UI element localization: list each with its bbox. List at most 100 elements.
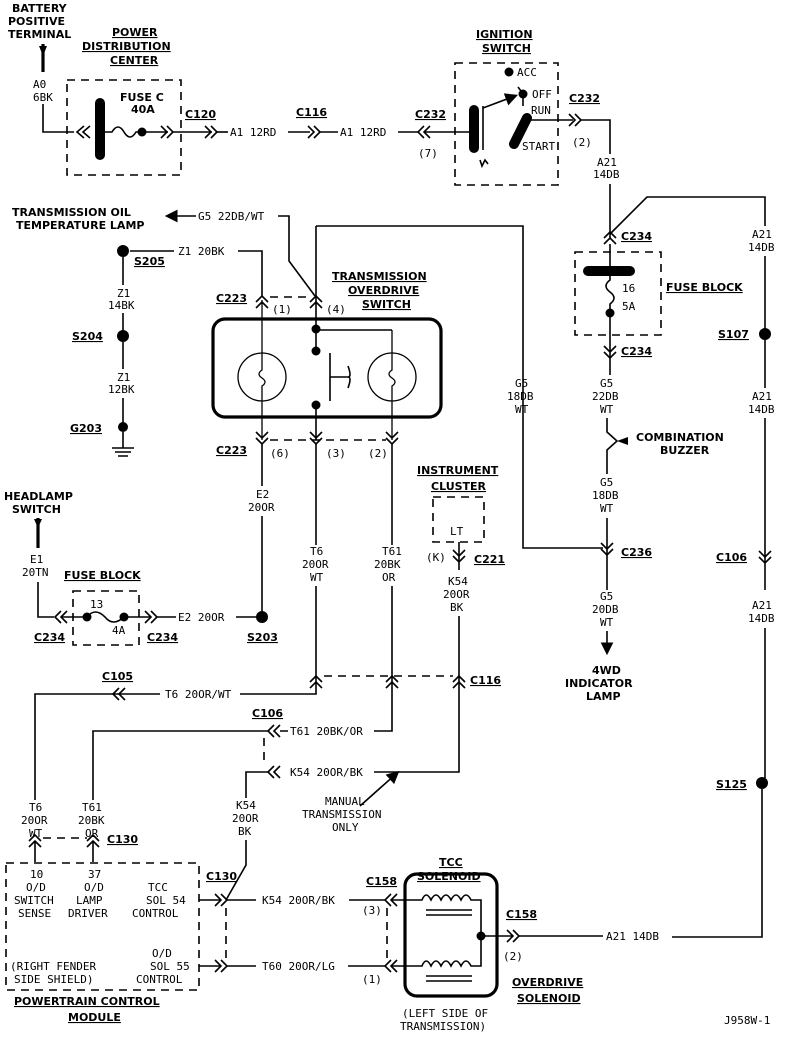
diagram-label: 18DB (507, 390, 534, 403)
diagram-label: SWITCH (362, 298, 411, 311)
diagram-label: CENTER (110, 54, 159, 67)
wire-segment (245, 771, 268, 798)
diagram-label: 18DB (592, 489, 619, 502)
junction-dot (504, 67, 514, 77)
diagram-label: 20OR (302, 558, 329, 571)
connector-c234-left-a: C234 (34, 631, 65, 644)
connector-c236: C236 (621, 546, 652, 559)
diagram-label: POSITIVE (8, 15, 65, 28)
splice-s125 (756, 777, 768, 789)
wire-segment (37, 582, 54, 618)
diagram-label: T6 (29, 801, 42, 814)
diagram-label: TRANSMISSION) (400, 1020, 486, 1033)
splice-s107 (759, 328, 771, 340)
ignition-switch: IGNITION SWITCH ACC OFF RUN START (454, 28, 573, 186)
diagram-label: O/D (26, 881, 46, 894)
wire-segment (609, 196, 766, 235)
diagram-label: WT (600, 403, 614, 416)
wire-segment (34, 519, 42, 528)
wire-segment (309, 674, 323, 689)
wire-segment (309, 294, 323, 309)
diagram-label: BK (238, 825, 252, 838)
wire-segment (388, 330, 396, 440)
diagram-label: (LEFT SIDE OF (402, 1007, 488, 1020)
wire-segment (288, 766, 374, 778)
wire-segment (92, 730, 268, 800)
diagram-label: BATTERY (12, 2, 68, 15)
diagram-label: ONLY (332, 821, 359, 834)
diagram-label: SIDE SHIELD) (14, 973, 93, 986)
diagram-label: (4) (326, 303, 346, 316)
diagram-label: 20OR (443, 588, 470, 601)
diagram-label: TRANSMISSION OIL (12, 206, 131, 219)
wire-segment (266, 724, 281, 738)
diagram-label: 13 (90, 598, 103, 611)
diagram-label: O/D (84, 881, 104, 894)
buzzer-arrow-icon (617, 437, 628, 445)
diagram-label: HEADLAMP (4, 490, 73, 503)
diagram-label: SOL 55 (150, 960, 190, 973)
connector-c234-top: C234 (621, 230, 652, 243)
wire-segment (509, 113, 532, 149)
ground-icon (112, 432, 134, 457)
diagram-label: Z1 (117, 287, 130, 300)
diagram-label: POWERTRAIN CONTROL (14, 995, 160, 1008)
wire-label-g5-lamp: G5 22DB/WT (198, 210, 265, 223)
diagram-label: 14BK (108, 299, 135, 312)
diagram-label: T61 (82, 801, 102, 814)
diagram-label: SOLENOID (417, 870, 481, 883)
diagram-label: LT (450, 525, 464, 538)
wire-label-t6: T6 20OR/WT (165, 688, 232, 701)
diagram-label: 14DB (593, 168, 620, 181)
wire-label-a0: A0 (33, 78, 46, 91)
wire-segment (258, 300, 266, 440)
diagram-label: OVERDRIVE (348, 284, 419, 297)
diagram-label: DRIVER (68, 907, 108, 920)
splice-s204 (117, 330, 129, 342)
fuse-block-16: 16 5A FUSE BLOCK (574, 244, 743, 336)
diagram-label: 14DB (748, 241, 775, 254)
diagram-label: SOLENOID (517, 992, 581, 1005)
4wd-indicator-lamp: 4WD INDICATOR LAMP (565, 664, 633, 703)
splice-s205 (117, 245, 129, 257)
wire-segment (34, 842, 94, 862)
diagram-label: MANUAL (325, 795, 365, 808)
wire-label-z1-top: Z1 20BK (178, 245, 225, 258)
wire-segment (606, 418, 619, 474)
junction-dot (82, 612, 92, 622)
diagram-label: 4A (112, 624, 126, 637)
wire-segment (266, 765, 281, 779)
diagram-label: 14DB (748, 403, 775, 416)
diagram-label: (3) (326, 447, 346, 460)
connector-c232-right: C232 (569, 92, 600, 105)
connector-c234-left-b: C234 (147, 631, 178, 644)
diagram-label: G5 (515, 377, 528, 390)
wire-segment (42, 104, 74, 133)
wire-segment (211, 317, 443, 419)
diagram-label: (2) (368, 447, 388, 460)
diagram-label: (1) (362, 973, 382, 986)
wire-label-a21-top-right: A21 (752, 228, 772, 241)
diagram-label: A21 (752, 599, 772, 612)
diagram-label: S205 (134, 255, 165, 268)
diagram-label: 5A (622, 300, 636, 313)
diagram-label: IGNITION (476, 28, 533, 41)
connector-c106-right: C106 (716, 551, 747, 564)
diagram-label: CONTROL (132, 907, 179, 920)
wire-segment (482, 93, 518, 109)
diagram-label: TERMINAL (8, 28, 71, 41)
diagram-label: WT (600, 502, 614, 515)
transmission-oil-temperature-lamp: TRANSMISSION OIL TEMPERATURE LAMP (12, 206, 144, 232)
diagram-label: Z1 (117, 371, 130, 384)
diagram-label: OFF (532, 88, 552, 101)
diagram-label: CLUSTER (431, 480, 487, 493)
wire-segment (340, 616, 460, 773)
wire-segment (288, 725, 374, 737)
diagram-label: (3) (362, 904, 382, 917)
overdrive-solenoid: OVERDRIVE SOLENOID (512, 976, 583, 1005)
wire-segment (278, 215, 316, 297)
wire-label-k54-sol: K54 20OR/BK (262, 894, 335, 907)
wire-segment (225, 840, 247, 901)
diagram-label: 10 (30, 868, 43, 881)
